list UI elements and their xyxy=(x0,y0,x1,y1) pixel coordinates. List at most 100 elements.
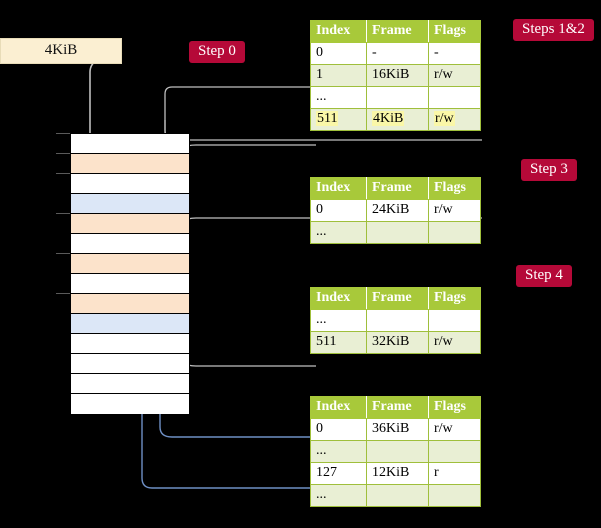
table-row[interactable]: 0-- xyxy=(310,42,481,65)
table-cell: 1 xyxy=(310,64,367,87)
memory-boundary-tick xyxy=(56,153,70,154)
column-header-flags: Flags xyxy=(428,177,481,200)
column-header-frame: Frame xyxy=(366,177,429,200)
table-cell: 16KiB xyxy=(366,64,429,87)
table-cell xyxy=(366,309,429,332)
table-cell xyxy=(366,221,429,244)
wire-l4-1-to-memory xyxy=(174,144,316,162)
memory-frame-row xyxy=(71,374,189,394)
badge-steps-1-2: Steps 1&2 xyxy=(513,19,594,41)
table-row[interactable]: ... xyxy=(310,221,481,244)
memory-frame-row xyxy=(71,154,189,174)
table-cell: 4KiB xyxy=(366,108,429,131)
memory-frame-row xyxy=(71,214,189,234)
table-cell: ... xyxy=(310,86,367,109)
memory-boundary-tick xyxy=(56,293,70,294)
memory-frame-row xyxy=(71,354,189,374)
table-cell: 0 xyxy=(310,42,367,65)
table-row[interactable]: ... xyxy=(310,440,481,463)
table-row[interactable]: ... xyxy=(310,86,481,109)
column-header-frame: Frame xyxy=(366,287,429,310)
table-row[interactable]: 511 4KiB r/w xyxy=(310,108,481,131)
memory-frame-row xyxy=(71,174,189,194)
wire-l2-511-to-memory xyxy=(174,298,316,367)
table-row[interactable]: ... xyxy=(310,309,481,332)
physical-memory-column xyxy=(70,133,190,414)
table-cell: r/w xyxy=(428,64,481,87)
badge-step-0: Step 0 xyxy=(189,41,245,63)
column-header-index: Index xyxy=(310,177,367,200)
virtual-address-label-text: 4KiB xyxy=(44,42,78,58)
table-cell: - xyxy=(428,42,481,65)
table-cell: ... xyxy=(310,440,367,463)
table-cell xyxy=(428,309,481,332)
column-header-flags: Flags xyxy=(428,396,481,419)
badge-step-3: Step 3 xyxy=(521,159,577,181)
highlighted-value: 511 xyxy=(316,111,339,126)
table-cell xyxy=(428,221,481,244)
column-header-flags: Flags xyxy=(428,20,481,43)
table-cell: 36KiB xyxy=(366,418,429,441)
memory-frame-row xyxy=(71,254,189,274)
memory-frame-row xyxy=(71,334,189,354)
highlighted-value: r/w xyxy=(434,111,455,126)
table-cell: r/w xyxy=(428,418,481,441)
memory-frame-row xyxy=(71,294,189,314)
table-cell: 511 xyxy=(310,108,367,131)
memory-frame-row xyxy=(71,194,189,214)
table-cell: 0 xyxy=(310,199,367,222)
table-cell: - xyxy=(366,42,429,65)
memory-frame-row xyxy=(71,274,189,294)
table-cell: ... xyxy=(310,309,367,332)
table-cell: 24KiB xyxy=(366,199,429,222)
table-cell: 32KiB xyxy=(366,331,429,354)
column-header-flags: Flags xyxy=(428,287,481,310)
table-cell: 0 xyxy=(310,418,367,441)
column-header-index: Index xyxy=(310,287,367,310)
column-header-frame: Frame xyxy=(366,20,429,43)
memory-frame-row xyxy=(71,134,189,154)
table-cell: r/w xyxy=(428,331,481,354)
table-cell: r/w xyxy=(428,108,481,131)
column-header-index: Index xyxy=(310,20,367,43)
table-cell: r xyxy=(428,462,481,485)
badge-step-4: Step 4 xyxy=(516,265,572,287)
memory-boundary-tick xyxy=(56,213,70,214)
table-row[interactable]: ... xyxy=(310,484,481,507)
table-cell xyxy=(366,440,429,463)
memory-boundary-tick xyxy=(56,173,70,174)
table-cell: ... xyxy=(310,484,367,507)
table-cell: 12KiB xyxy=(366,462,429,485)
table-cell: 511 xyxy=(310,331,367,354)
table-cell xyxy=(366,86,429,109)
column-header-index: Index xyxy=(310,396,367,419)
table-cell xyxy=(428,86,481,109)
column-header-frame: Frame xyxy=(366,396,429,419)
table-cell xyxy=(428,484,481,507)
memory-frame-row xyxy=(71,234,189,254)
table-cell: ... xyxy=(310,221,367,244)
highlighted-value: 4KiB xyxy=(372,111,405,126)
table-cell xyxy=(366,484,429,507)
memory-frame-row xyxy=(71,394,189,414)
table-cell: r/w xyxy=(428,199,481,222)
table-cell: 127 xyxy=(310,462,367,485)
memory-boundary-tick xyxy=(56,133,70,134)
memory-frame-row xyxy=(71,314,189,334)
table-cell xyxy=(428,440,481,463)
virtual-address-label-box: 4KiB xyxy=(0,38,122,64)
memory-boundary-tick xyxy=(56,253,70,254)
